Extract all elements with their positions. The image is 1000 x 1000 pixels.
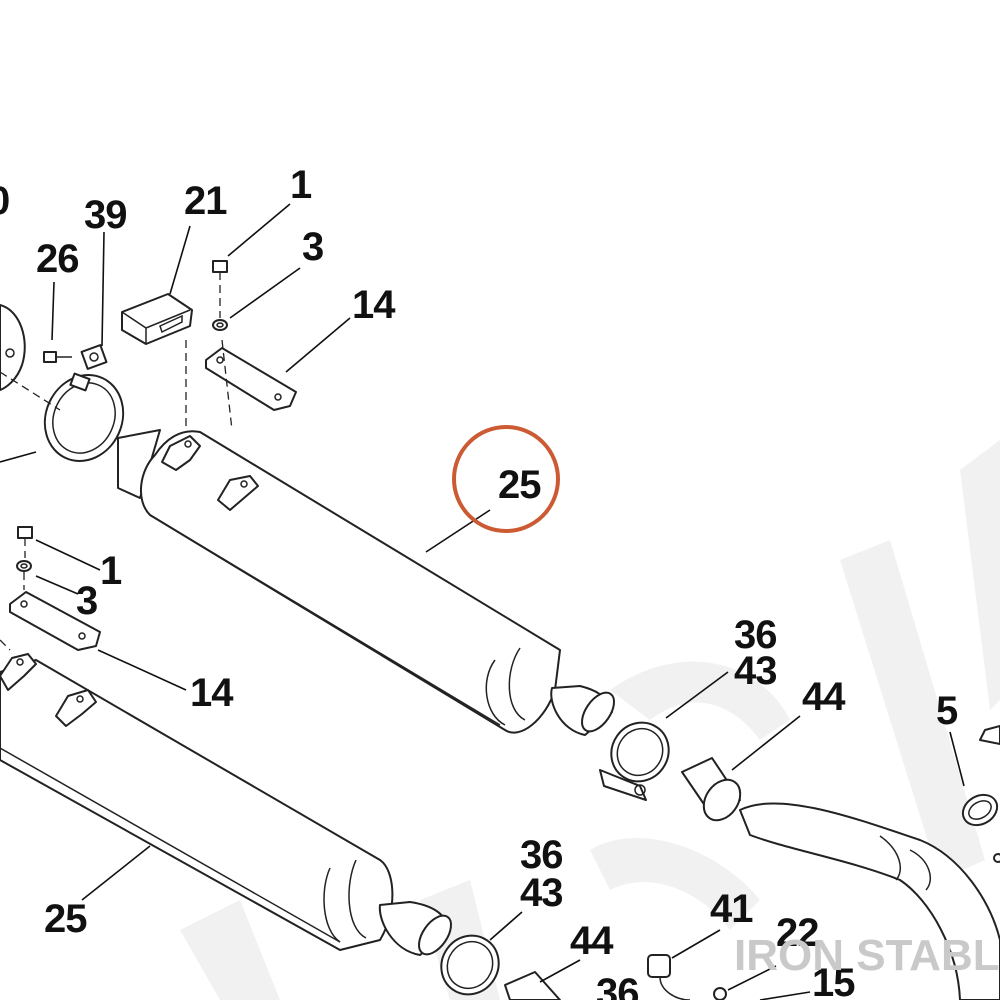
- washer-3-mid: [16, 560, 32, 590]
- bracket-14-top: [205, 347, 297, 411]
- callout-1-top: 1: [290, 163, 312, 207]
- callout-labels: 0 21 1 39 26 3 14 25 1 3 14 36 43 44 5 2…: [0, 163, 959, 1000]
- callout-15: 15: [812, 961, 855, 1000]
- bracket-14-mid: [9, 591, 101, 651]
- callout-43-right: 43: [734, 649, 777, 693]
- rubber-bumper-21: [121, 293, 193, 345]
- callout-0: 0: [0, 179, 9, 223]
- partial-part-left-edge: [0, 304, 37, 463]
- o2-sensor-41: [647, 954, 691, 1000]
- callout-36-right: 36: [734, 613, 777, 657]
- band-clamp-36-43-right: [599, 721, 670, 801]
- bolt-26: [43, 351, 72, 363]
- callout-3-top: 3: [302, 225, 323, 269]
- callout-26: 26: [36, 237, 79, 281]
- highlight-circle: [452, 425, 560, 533]
- sleeve-44-right: [681, 757, 742, 822]
- callout-25-highlighted: 25: [498, 463, 541, 507]
- callout-14-top: 14: [352, 283, 396, 327]
- callout-3-mid: 3: [76, 579, 97, 623]
- nut-22: [713, 987, 727, 1000]
- muffler-25-lower: [0, 653, 452, 956]
- callout-1-mid: 1: [100, 549, 122, 593]
- callout-43-low: 43: [520, 871, 563, 915]
- watermark-background: [180, 440, 1000, 1000]
- callout-14-mid: 14: [190, 671, 234, 715]
- washer-3-top: [212, 319, 228, 331]
- bolt-1-top: [212, 260, 228, 318]
- callout-36-bottom: 36: [596, 971, 639, 1000]
- callout-36-low: 36: [520, 833, 563, 877]
- callout-5: 5: [936, 689, 958, 733]
- band-clamp-36-43-lower: [440, 934, 500, 996]
- bolt-1-mid: [17, 526, 33, 558]
- hose-clamp-5: [961, 725, 1000, 863]
- callout-44-low: 44: [570, 919, 614, 963]
- head-pipe-right: [739, 802, 1000, 1000]
- callout-41: 41: [710, 887, 753, 931]
- watermark-text: IRON STABLE: [734, 931, 1000, 980]
- callout-22: 22: [776, 911, 819, 955]
- callout-39: 39: [84, 193, 127, 237]
- clamp-ring-top: [43, 372, 125, 462]
- sleeve-44-lower: [504, 971, 561, 1000]
- callout-21: 21: [184, 179, 227, 223]
- callout-44-right: 44: [802, 675, 846, 719]
- callout-25-lower: 25: [44, 897, 87, 941]
- leader-lines: [35, 203, 965, 1000]
- clip-nut-39: [80, 344, 108, 370]
- muffler-25-upper: [117, 429, 615, 736]
